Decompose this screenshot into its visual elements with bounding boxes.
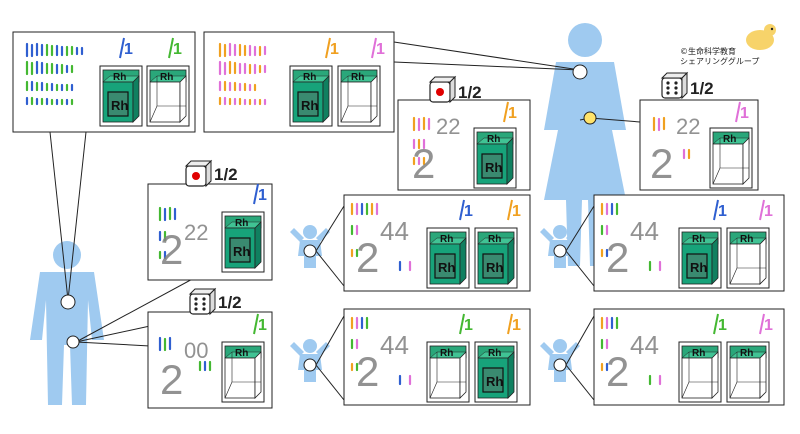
- svg-text:Rh: Rh: [113, 72, 126, 83]
- svg-text:Rh: Rh: [235, 348, 248, 359]
- panel-child-4: 2 44 1 1: [593, 308, 785, 406]
- svg-text:Rh: Rh: [723, 134, 736, 145]
- panel-child-1: 2 44 1 1: [343, 194, 531, 292]
- child-3-chr1-green: 1: [464, 317, 473, 334]
- svg-text:Rh: Rh: [351, 72, 364, 83]
- child-4-chr1-pink: 1: [764, 317, 773, 334]
- svg-text:Rh: Rh: [692, 348, 705, 359]
- mascot-icon: [746, 24, 776, 50]
- father-karyotype: [25, 42, 84, 106]
- father-figure: [30, 241, 104, 405]
- panel-egg-empty: 1/2 2 22 1: [639, 72, 759, 191]
- mother-figure: [544, 23, 626, 266]
- father-chr1-label-blue: 1: [124, 41, 133, 58]
- father-testis-marker: [66, 335, 80, 349]
- sperm-rh-copy-number: 2: [160, 226, 183, 273]
- svg-text:Rh: Rh: [440, 348, 453, 359]
- credit-line-1: ©生命科学教育: [680, 47, 736, 56]
- egg-rh-copy-number: 2: [412, 140, 435, 187]
- svg-text:Rh: Rh: [440, 234, 453, 245]
- sperm-rh-probability: 1/2: [214, 165, 238, 184]
- mother-karyotype: [218, 42, 267, 106]
- svg-text:Rh: Rh: [235, 218, 248, 229]
- credit-line-2: シェアリンググループ: [680, 57, 760, 66]
- child-1-copy-number: 2: [356, 234, 379, 281]
- svg-text:Rh: Rh: [303, 72, 316, 83]
- panel-sperm-empty: 1/2 2 00 1: [147, 288, 273, 409]
- svg-text:Rh: Rh: [486, 260, 503, 275]
- panel-sperm-rh: 1/2 2 22 1: [147, 160, 273, 281]
- sperm-empty-chr1-label: 1: [258, 317, 267, 334]
- child-2-chr1-pink: 1: [764, 203, 773, 220]
- panel-mother-somatic: 1 1: [203, 31, 395, 133]
- child-4-chr44: 44: [630, 330, 659, 360]
- child-3-chr1-orange: 1: [512, 317, 521, 334]
- mother-egg-marker: [583, 111, 597, 125]
- child-2-chr44: 44: [630, 216, 659, 246]
- panel-father-somatic: 1 1: [12, 31, 196, 133]
- panel-egg-rh: 1/2 2 22 1: [397, 76, 531, 191]
- svg-text:Rh: Rh: [233, 244, 250, 259]
- egg-empty-copy-number: 2: [650, 140, 673, 187]
- svg-text:Rh: Rh: [111, 98, 128, 113]
- father-body-marker: [60, 294, 76, 310]
- child-1-chr1-blue: 1: [464, 203, 473, 220]
- svg-text:Rh: Rh: [301, 98, 318, 113]
- child-3-chr44: 44: [380, 330, 409, 360]
- mother-chr1-label-orange: 1: [330, 41, 339, 58]
- panel-child-3: 2 44 1 1: [343, 308, 531, 406]
- mother-chr1-label-pink: 1: [376, 41, 385, 58]
- svg-text:Rh: Rh: [740, 234, 753, 245]
- child-1-chr1-orange: 1: [512, 203, 521, 220]
- child-4-copy-number: 2: [606, 348, 629, 395]
- svg-text:Rh: Rh: [485, 160, 502, 175]
- svg-text:Rh: Rh: [486, 374, 503, 389]
- child-1-chr44: 44: [380, 216, 409, 246]
- father-chr1-label-green: 1: [173, 41, 182, 58]
- egg-rh-probability: 1/2: [458, 83, 482, 102]
- panel-child-2: 2 44 1 1: [593, 194, 785, 292]
- sperm-empty-copy-number: 2: [160, 356, 183, 403]
- egg-rh-chr22: 22: [436, 114, 460, 139]
- sperm-empty-chr00: 00: [184, 338, 208, 363]
- sperm-empty-probability: 1/2: [218, 293, 242, 312]
- svg-text:Rh: Rh: [488, 348, 501, 359]
- child-4-chr1-green: 1: [718, 317, 727, 334]
- svg-text:Rh: Rh: [692, 234, 705, 245]
- sperm-rh-chr22: 22: [184, 220, 208, 245]
- svg-text:Rh: Rh: [487, 134, 500, 145]
- svg-text:Rh: Rh: [690, 260, 707, 275]
- egg-empty-probability: 1/2: [690, 79, 714, 98]
- svg-text:Rh: Rh: [740, 348, 753, 359]
- svg-text:Rh: Rh: [438, 260, 455, 275]
- credit: ©生命科学教育 シェアリンググループ: [680, 47, 759, 67]
- child-3-copy-number: 2: [356, 348, 379, 395]
- svg-text:Rh: Rh: [488, 234, 501, 245]
- sperm-rh-chr1-label: 1: [258, 187, 267, 204]
- egg-rh-chr1-label: 1: [508, 105, 517, 122]
- mother-body-marker: [572, 64, 588, 80]
- child-2-copy-number: 2: [606, 234, 629, 281]
- egg-empty-chr22: 22: [676, 114, 700, 139]
- child-2-chr1-blue: 1: [718, 203, 727, 220]
- svg-text:Rh: Rh: [160, 72, 173, 83]
- egg-empty-chr1-label: 1: [740, 105, 749, 122]
